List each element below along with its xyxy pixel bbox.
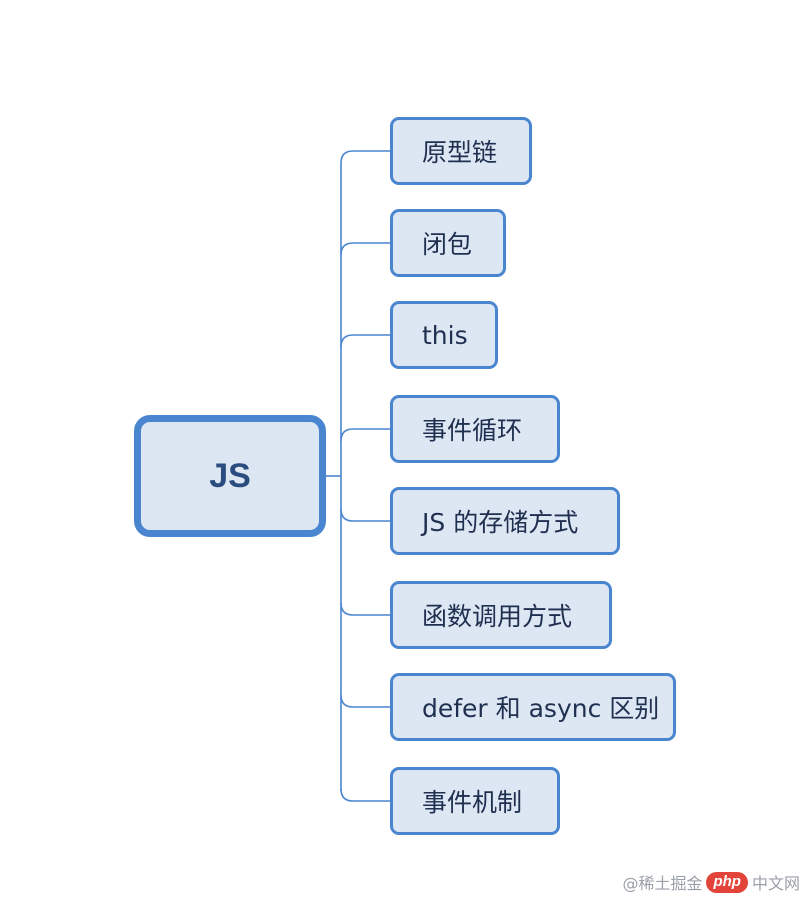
- topic-node-this[interactable]: this: [390, 301, 498, 369]
- php-logo-icon: php: [706, 871, 748, 893]
- root-node-label: JS: [209, 456, 251, 495]
- connector-branch-4: [340, 508, 390, 522]
- connector-branch-5: [340, 602, 390, 616]
- topic-label: 事件循环: [422, 416, 523, 445]
- topic-node-prototype-chain[interactable]: 原型链: [390, 117, 532, 185]
- connector-branch-2: [340, 334, 390, 348]
- topic-node-defer-async[interactable]: defer 和 async 区别: [390, 673, 676, 741]
- watermark: @稀土掘金 php 中文网: [622, 870, 800, 894]
- topic-node-closure[interactable]: 闭包: [390, 209, 506, 277]
- connector-branch-6: [340, 694, 390, 708]
- connector-branch-7: [340, 788, 390, 802]
- topic-label: defer 和 async 区别: [422, 694, 660, 723]
- topic-label: JS 的存储方式: [422, 508, 579, 537]
- topic-node-js-storage[interactable]: JS 的存储方式: [390, 487, 620, 555]
- connector-branch-1: [340, 242, 390, 256]
- topic-label: 闭包: [422, 230, 473, 259]
- topic-node-event-loop[interactable]: 事件循环: [390, 395, 560, 463]
- topic-label: 事件机制: [422, 788, 523, 817]
- root-node[interactable]: JS: [134, 415, 326, 537]
- watermark-right-text: 中文网: [751, 874, 800, 893]
- topic-node-function-invocation[interactable]: 函数调用方式: [390, 581, 612, 649]
- connector-branch-0: [340, 150, 390, 164]
- watermark-left-text: @稀土掘金: [622, 874, 703, 893]
- topic-node-event-mechanism[interactable]: 事件机制: [390, 767, 560, 835]
- topic-label: 函数调用方式: [422, 602, 573, 631]
- topic-label: 原型链: [422, 138, 498, 167]
- topic-label: this: [422, 320, 468, 350]
- connector-branch-3: [340, 428, 390, 442]
